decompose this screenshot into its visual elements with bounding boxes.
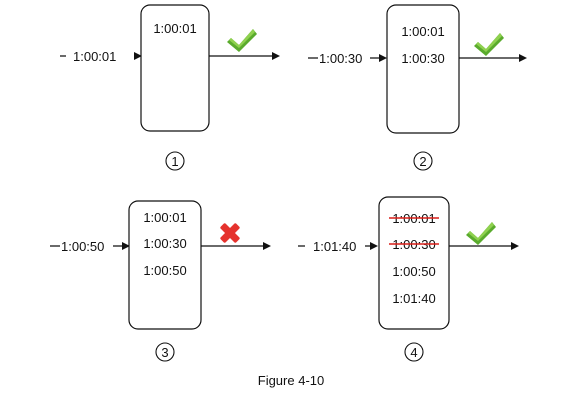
check-icon [474, 33, 504, 56]
step-number-badge [404, 342, 424, 362]
outgoing-arrowhead [511, 242, 519, 250]
cross-icon [220, 223, 240, 243]
log-entry: 1:01:40 [392, 291, 435, 306]
label-bg [305, 239, 365, 254]
request-log-box [378, 196, 450, 330]
step-number-badge [165, 151, 185, 171]
incoming-arrowhead [122, 242, 130, 250]
log-entry: 1:00:30 [143, 236, 186, 251]
figure-caption: Figure 4-10 [258, 373, 324, 388]
step-number-badge [413, 151, 433, 171]
incoming-request-label: 1:00:01 [73, 49, 116, 64]
label-bg [66, 49, 134, 64]
log-entry: 1:00:50 [143, 263, 186, 278]
request-log-box [128, 200, 202, 330]
check-icon [227, 29, 257, 52]
log-entry: 1:00:01 [401, 24, 444, 39]
outgoing-arrowhead [272, 52, 280, 60]
panel-1: 1:00:01 1:00:01 1 [60, 4, 280, 171]
incoming-arrowhead [379, 54, 387, 62]
incoming-arrowhead [370, 242, 378, 250]
panel-2: 1:00:30 1:00:01 1:00:30 2 [308, 4, 527, 171]
panel-4: 1:01:40 1:00:01 1:00:30 1:00:50 1:01:40 … [298, 196, 519, 362]
request-log-box [386, 4, 460, 134]
check-icon [466, 222, 496, 245]
step-number-badge [155, 342, 175, 362]
log-entry: 1:00:01 [143, 210, 186, 225]
step-number: 4 [410, 345, 417, 360]
log-entry: 1:00:01 [153, 21, 196, 36]
log-entry: 1:00:50 [392, 264, 435, 279]
step-number: 1 [171, 154, 178, 169]
incoming-request-label: 1:01:40 [313, 239, 356, 254]
panel-3: 1:00:50 1:00:01 1:00:30 1:00:50 3 [50, 200, 271, 362]
log-entry: 1:00:30 [401, 51, 444, 66]
label-bg [318, 51, 370, 66]
incoming-request-label: 1:00:30 [319, 51, 362, 66]
step-number: 3 [161, 345, 168, 360]
label-bg [60, 239, 113, 254]
request-log-box [140, 4, 210, 132]
outgoing-arrowhead [519, 54, 527, 62]
incoming-arrowhead [134, 52, 142, 60]
incoming-request-label: 1:00:50 [61, 239, 104, 254]
outgoing-arrowhead [263, 242, 271, 250]
step-number: 2 [419, 154, 426, 169]
